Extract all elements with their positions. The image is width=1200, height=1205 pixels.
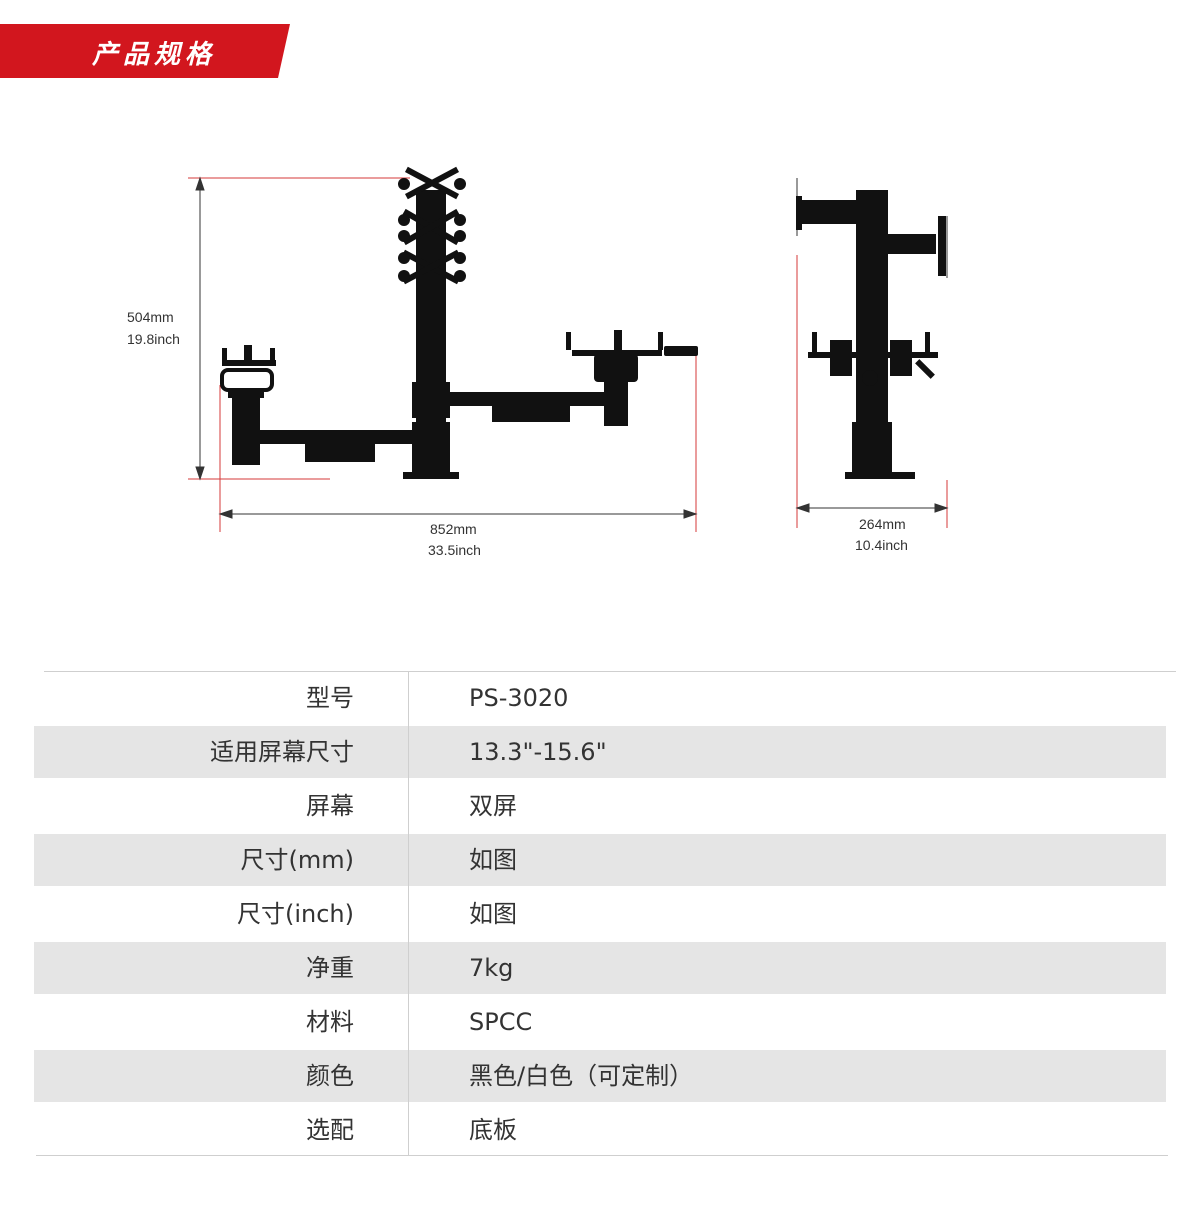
spec-value-color: 黑色/白色（可定制） [469, 1062, 694, 1090]
table-bottom-border [36, 1155, 1168, 1156]
dimension-drawing [188, 166, 949, 532]
spec-row: 净重 7kg [34, 942, 1166, 994]
vesa-plate-bottom [398, 249, 466, 285]
front-width-inch-label: 33.5inch [428, 542, 481, 558]
banner-background [0, 24, 290, 78]
spec-label-optional: 选配 [306, 1116, 354, 1144]
spec-label-screens: 屏幕 [306, 792, 354, 820]
side-extension-lines [796, 255, 948, 528]
spec-row: 尺寸(mm) 如图 [34, 834, 1166, 886]
spec-value-screen-size: 13.3"-15.6" [469, 738, 607, 766]
front-extension-lines [188, 177, 697, 532]
vesa-plate-top [398, 166, 466, 200]
spec-label-material: 材料 [306, 1008, 354, 1036]
section-banner: 产品规格 [0, 24, 290, 78]
spec-row: 尺寸(inch) 如图 [34, 888, 1166, 940]
side-width-arrow [795, 503, 949, 513]
front-height-arrow [195, 176, 205, 481]
vesa-plate-middle [398, 208, 466, 246]
spec-label-size-inch: 尺寸(inch) [236, 900, 354, 928]
front-height-mm-label: 504mm [127, 309, 174, 325]
spec-row: 选配 底板 [34, 1104, 1166, 1156]
spec-value-screens: 双屏 [469, 792, 517, 820]
spec-row: 材料 SPCC [34, 996, 1166, 1048]
spec-value-material: SPCC [469, 1008, 533, 1036]
spec-value-size-mm: 如图 [469, 846, 517, 874]
product-dimension-diagram: 504mm 19.8inch 852mm 33.5inch 264mm 10.4… [0, 160, 1200, 580]
spec-row: 型号 PS-3020 [34, 672, 1166, 724]
section-title: 产品规格 [92, 40, 217, 70]
side-width-mm-label: 264mm [859, 516, 906, 532]
spec-label-net-weight: 净重 [306, 954, 354, 982]
spec-label-size-mm: 尺寸(mm) [240, 846, 354, 874]
front-height-inch-label: 19.8inch [127, 331, 180, 347]
spec-value-net-weight: 7kg [469, 954, 514, 982]
spec-value-model: PS-3020 [469, 684, 569, 712]
front-width-mm-label: 852mm [430, 521, 477, 537]
spec-label-screen-size: 适用屏幕尺寸 [210, 738, 354, 766]
front-width-arrow [218, 509, 698, 519]
spec-row: 屏幕 双屏 [34, 780, 1166, 832]
spec-value-optional: 底板 [469, 1116, 517, 1144]
spec-label-model: 型号 [306, 684, 354, 712]
spec-value-size-inch: 如图 [469, 900, 517, 928]
spec-row: 适用屏幕尺寸 13.3"-15.6" [34, 726, 1166, 778]
spec-row: 颜色 黑色/白色（可定制） [34, 1050, 1166, 1102]
spec-label-color: 颜色 [306, 1062, 354, 1090]
side-width-inch-label: 10.4inch [855, 537, 908, 553]
table-top-border [44, 671, 1176, 672]
table-column-divider [408, 671, 409, 1156]
side-view-mount [796, 190, 946, 479]
front-view-mount [220, 166, 698, 479]
